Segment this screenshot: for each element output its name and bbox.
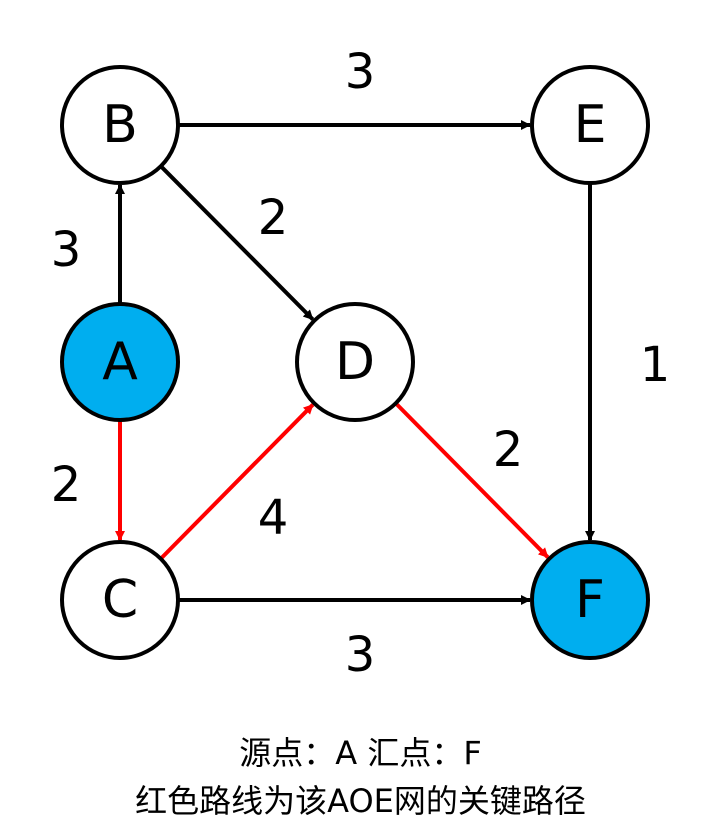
edge-d-f-critical [394, 401, 550, 559]
edge-weight-c-d: 4 [258, 490, 289, 546]
edge-weight-c-f: 3 [345, 627, 376, 683]
node-f: F [530, 540, 650, 660]
node-circle-a [60, 302, 180, 422]
edge-weight-b-e: 3 [345, 44, 376, 100]
edge-weight-e-f: 1 [640, 337, 671, 393]
node-d: D [295, 302, 415, 422]
node-label-c: C [102, 570, 138, 630]
node-e: E [530, 65, 650, 185]
node-circle-f [530, 540, 650, 660]
node-label-b: B [102, 95, 138, 155]
node-c: C [60, 540, 180, 660]
edge-c-d-critical [159, 403, 315, 561]
node-circle-b [60, 65, 180, 185]
caption-source-sink: 源点：A 汇点：F [239, 734, 482, 772]
node-label-a: A [102, 332, 138, 392]
edge-weight-d-f: 2 [493, 422, 524, 478]
edge-weight-b-d: 2 [258, 190, 289, 246]
node-label-d: D [335, 332, 375, 392]
node-label-f: F [575, 570, 605, 630]
node-circle-c [60, 540, 180, 660]
caption-critical-path-note: 红色路线为该AOE网的关键路径 [135, 782, 586, 820]
aoe-network-diagram: 3 2 3 2 4 3 2 1 A B C D E F [51, 44, 671, 683]
node-b: B [60, 65, 180, 185]
node-circle-d [295, 302, 415, 422]
node-circle-e [530, 65, 650, 185]
edge-weight-a-c: 2 [51, 457, 82, 513]
edge-b-d [159, 164, 315, 321]
node-label-e: E [574, 95, 607, 155]
edge-weight-a-b: 3 [51, 222, 82, 278]
node-a: A [60, 302, 180, 422]
